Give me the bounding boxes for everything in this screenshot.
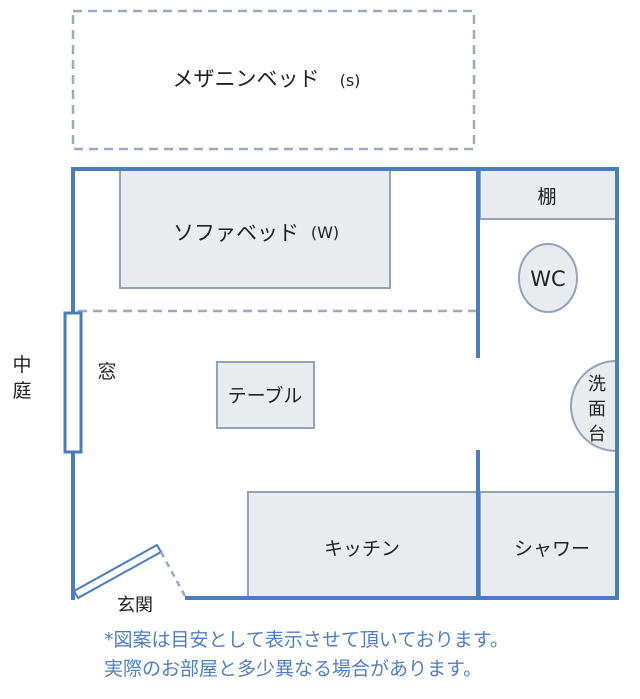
window (63, 311, 83, 454)
note-line-2: 実際のお部屋と多少異なる場合があります。 (104, 658, 482, 680)
shower-label: シャワー (514, 538, 590, 560)
mezzanine-bed-outline (71, 9, 476, 151)
table-label: テーブル (228, 384, 303, 407)
kitchen-label: キッチン (324, 538, 400, 560)
wc-label: WC (530, 267, 565, 291)
mezzanine-bed-size: (s) (340, 71, 361, 90)
entrance-door (72, 543, 187, 600)
courtyard-label-1: 中 (12, 354, 31, 376)
sofa-bed-size: (W) (311, 223, 339, 242)
washbasin-label-2: 面 (588, 399, 606, 420)
shelf-label: 棚 (537, 186, 556, 208)
courtyard-label-2: 庭 (12, 380, 31, 402)
mezzanine-bed-label: メザニンベッド (173, 67, 320, 91)
washbasin-label-1: 洗 (588, 374, 606, 395)
entrance-label: 玄関 (117, 595, 153, 616)
washbasin (570, 359, 617, 453)
wc-toilet (518, 243, 578, 313)
window-label: 窓 (97, 361, 116, 383)
note-line-1: *図案は目安として表示させて頂いております。 (104, 629, 509, 651)
table (216, 361, 315, 429)
washbasin-label-3: 台 (588, 424, 606, 445)
sofa-bed-label: ソファベッド (173, 221, 299, 245)
